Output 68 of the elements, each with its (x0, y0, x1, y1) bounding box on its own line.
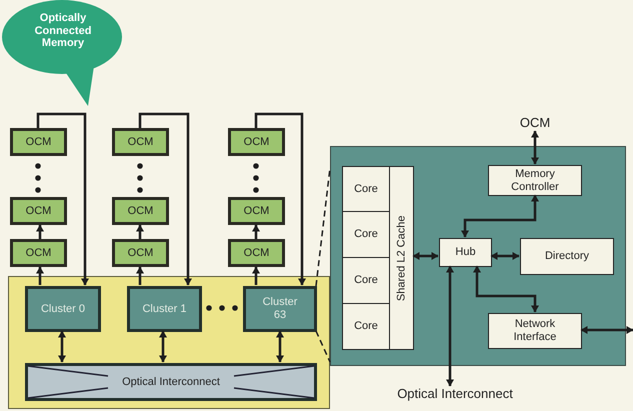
component-box (439, 238, 492, 267)
arrow (136, 266, 144, 285)
memory-module-box (112, 197, 169, 225)
memory-module-box (112, 239, 169, 267)
block-label: OCM (26, 136, 52, 148)
arrow (461, 194, 539, 238)
cluster-box (243, 286, 317, 332)
arrow (36, 224, 44, 239)
core-box (342, 257, 390, 304)
block-label: OCM (244, 204, 270, 218)
arrow (531, 130, 539, 164)
arrow (159, 330, 167, 362)
arrow (254, 112, 306, 286)
arrow (36, 266, 44, 285)
memory-module-box (228, 197, 285, 225)
arrow (580, 326, 633, 334)
core-box (342, 166, 390, 212)
text-label: OCM (520, 116, 550, 131)
component-box (488, 165, 582, 196)
arrow (490, 252, 520, 260)
cluster-box (25, 286, 101, 332)
memory-module-box (112, 128, 169, 156)
connector-line (315, 330, 331, 362)
arrow (446, 266, 454, 386)
arrow (276, 330, 284, 362)
block-label: Cluster 63 (262, 296, 298, 322)
memory-module-box (10, 239, 67, 267)
memory-module-box (10, 128, 67, 156)
block-label: OCM (26, 246, 52, 260)
component-box (488, 313, 582, 349)
block-label: OCM (244, 136, 270, 148)
cluster-panel (8, 276, 330, 409)
block-label: Core (353, 320, 379, 333)
memory-module-box (10, 197, 67, 225)
block-label: Directory (544, 250, 590, 263)
arrow (412, 252, 438, 260)
block-label: Core (353, 228, 379, 241)
block-label: Shared L2 Cache (395, 215, 408, 301)
block-label: Core (353, 182, 379, 196)
cluster-box (127, 286, 202, 332)
arrow (138, 112, 192, 286)
block-label: Network Interface (512, 318, 558, 344)
arrow (36, 112, 89, 286)
block-label: OCM (244, 246, 270, 260)
component-box (520, 238, 614, 275)
arrow (252, 224, 260, 239)
arrow (473, 266, 539, 312)
text-label: Optical Interconnect (397, 386, 513, 402)
block-label: Cluster 1 (141, 302, 188, 316)
core-box (342, 303, 390, 350)
block-label: OCM (128, 136, 154, 148)
block-label: Cluster 0 (40, 302, 86, 316)
cache-box (389, 166, 414, 350)
block-label: Optical Interconnect (122, 376, 220, 388)
block-label: OCM (128, 204, 154, 218)
arrow (58, 330, 66, 362)
arrow (252, 266, 260, 285)
memory-module-box (228, 239, 285, 267)
block-label: Memory Controller (510, 168, 560, 194)
memory-module-box (228, 128, 285, 156)
block-label: Core (353, 274, 379, 287)
block-label: OCM (26, 204, 52, 218)
core-box (342, 211, 390, 258)
cluster-detail-panel (330, 146, 626, 366)
callout-text: Optically Connected Memory (34, 12, 92, 50)
block-label: Hub (454, 246, 477, 259)
arrow (136, 224, 144, 239)
block-label: OCM (128, 246, 154, 260)
